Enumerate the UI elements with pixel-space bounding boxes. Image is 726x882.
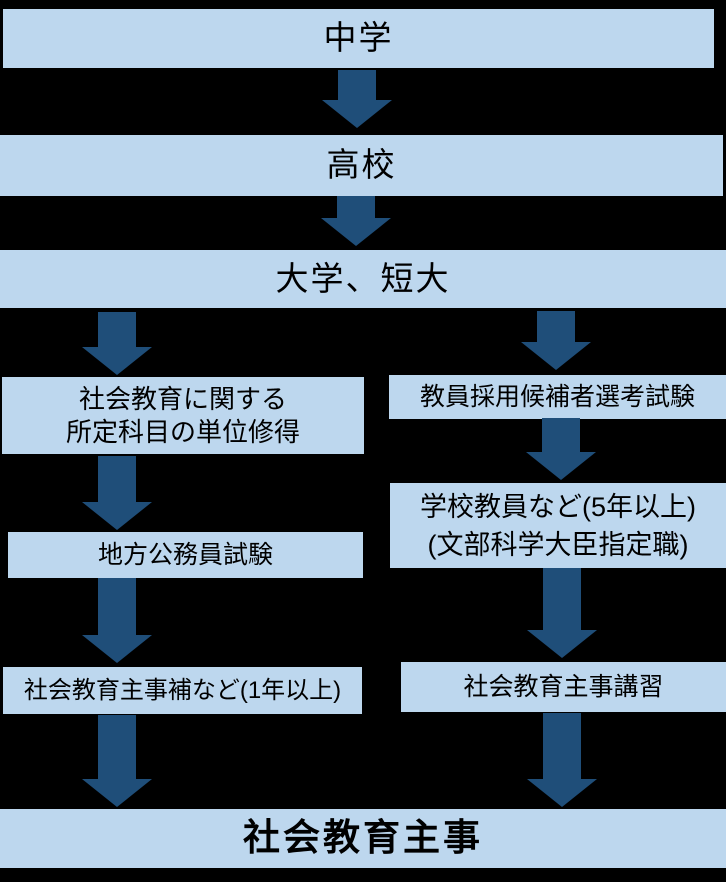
node-assistant-director-label: 社会教育主事補など(1年以上) (23, 676, 342, 704)
node-civil-servant-exam-label: 地方公務員試験 (97, 540, 273, 569)
arrow-down-icon (527, 568, 597, 658)
arrow-down-icon (82, 578, 152, 663)
node-high-school-label: 高校 (326, 146, 397, 184)
node-social-education-director: 社会教育主事 (0, 809, 726, 868)
arrow-down-icon (82, 456, 152, 530)
node-school-teacher-line1: 学校教員など(5年以上) (420, 491, 696, 522)
arrow-down-icon (322, 70, 392, 128)
node-school-teacher-line2: (文部科学大臣指定職) (427, 529, 689, 560)
arrow-down-icon (321, 196, 391, 246)
node-assistant-director: 社会教育主事補など(1年以上) (3, 667, 362, 714)
node-junior-high: 中学 (3, 9, 714, 68)
node-university-label: 大学、短大 (275, 259, 451, 297)
arrow-down-icon (82, 715, 152, 807)
node-school-teacher: 学校教員など(5年以上) (文部科学大臣指定職) (390, 483, 726, 568)
arrow-down-icon (521, 311, 591, 370)
node-university: 大学、短大 (0, 250, 726, 308)
node-civil-servant-exam: 地方公務員試験 (8, 532, 363, 578)
node-high-school: 高校 (0, 135, 723, 196)
node-teacher-selection-exam-label: 教員採用候補者選考試験 (419, 382, 695, 411)
node-social-ed-credits-line2: 所定科目の単位修得 (65, 416, 300, 447)
node-junior-high-label: 中学 (323, 19, 394, 57)
node-social-ed-credits-line1: 社会教育に関する (78, 383, 287, 414)
arrow-down-icon (526, 418, 596, 480)
arrow-down-icon (527, 713, 597, 807)
arrow-down-icon (82, 312, 152, 375)
node-director-training-label: 社会教育主事講習 (463, 672, 664, 701)
node-director-training: 社会教育主事講習 (401, 662, 726, 712)
node-social-ed-credits: 社会教育に関する 所定科目の単位修得 (2, 377, 364, 454)
node-social-education-director-label: 社会教育主事 (243, 817, 483, 859)
node-teacher-selection-exam: 教員採用候補者選考試験 (389, 375, 726, 419)
